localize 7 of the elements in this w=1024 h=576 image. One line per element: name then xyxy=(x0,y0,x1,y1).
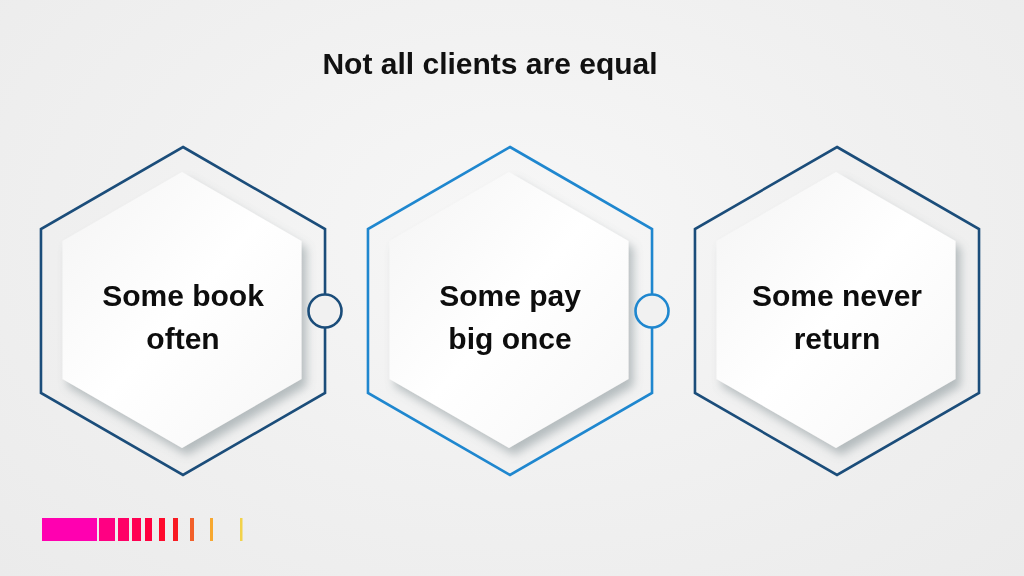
hexagon-card xyxy=(692,144,982,478)
card-text: Some never return xyxy=(751,279,923,355)
diagram-title: Not all clients are equal xyxy=(322,46,658,82)
card-text: Some book often xyxy=(102,279,264,355)
hexagon-card xyxy=(365,144,655,478)
hexagon-card xyxy=(38,144,328,478)
card-text: Some pay big once xyxy=(439,279,581,355)
